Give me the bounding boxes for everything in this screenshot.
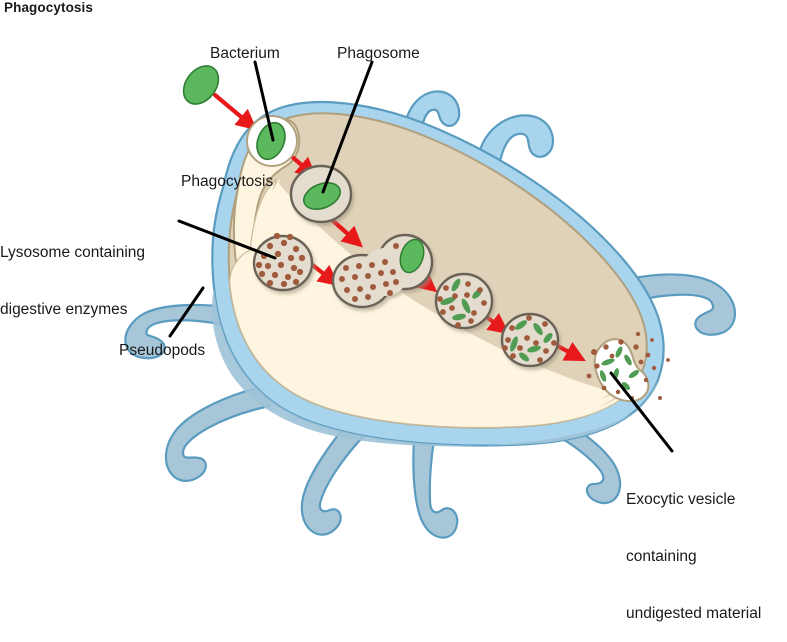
label-exocytic: Exocytic vesicle containing undigested m… — [626, 452, 761, 642]
label-exocytic-line-2: containing — [626, 548, 697, 565]
leader-phagosome — [321, 60, 374, 194]
pseudopod-bottom-center — [412, 418, 459, 539]
leader-pseudopods — [168, 286, 205, 338]
label-lysosome-line-1: Lysosome containing — [0, 244, 146, 261]
pseudopod-left-lower — [164, 384, 272, 483]
label-phagosome: Phagosome — [337, 45, 420, 62]
label-exocytic-line-3: undigested material — [626, 605, 762, 622]
label-lysosome-line-2: digestive enzymes — [0, 301, 128, 318]
leader-bacterium — [253, 60, 275, 142]
label-pseudopods: Pseudopods — [119, 342, 206, 359]
bacterium-in-phagosome — [303, 181, 341, 211]
digestion-early-fragments — [437, 278, 487, 328]
digestion-late-fragments — [502, 315, 557, 363]
arrow-1-engulf — [212, 92, 258, 131]
arrow-4-lyso-fuse — [307, 260, 340, 287]
arrow-3-to-fusion — [328, 216, 364, 248]
label-exocytic-line-1: Exocytic vesicle — [626, 491, 736, 508]
page-title: Phagocytosis — [4, 0, 93, 15]
fusion-enzyme-dots — [339, 243, 399, 302]
leader-lines — [168, 60, 674, 453]
label-bacterium: Bacterium — [210, 45, 280, 62]
exocytic-material — [586, 331, 670, 400]
label-lysosome: Lysosome containing digestive enzymes — [0, 205, 145, 338]
leader-exocytic — [609, 371, 674, 453]
leader-lysosome — [177, 219, 277, 260]
bacterium-engulfed — [256, 121, 286, 161]
bacterium-free — [182, 65, 220, 105]
label-phagocytosis: Phagocytosis — [181, 173, 274, 190]
pseudopod-bottom-left — [300, 412, 376, 536]
phagocytosis-diagram — [124, 60, 737, 539]
lysosome-enzyme-dots — [255, 232, 306, 288]
bacterium-in-fusion — [399, 238, 425, 274]
exocytosis-opening — [593, 338, 650, 402]
